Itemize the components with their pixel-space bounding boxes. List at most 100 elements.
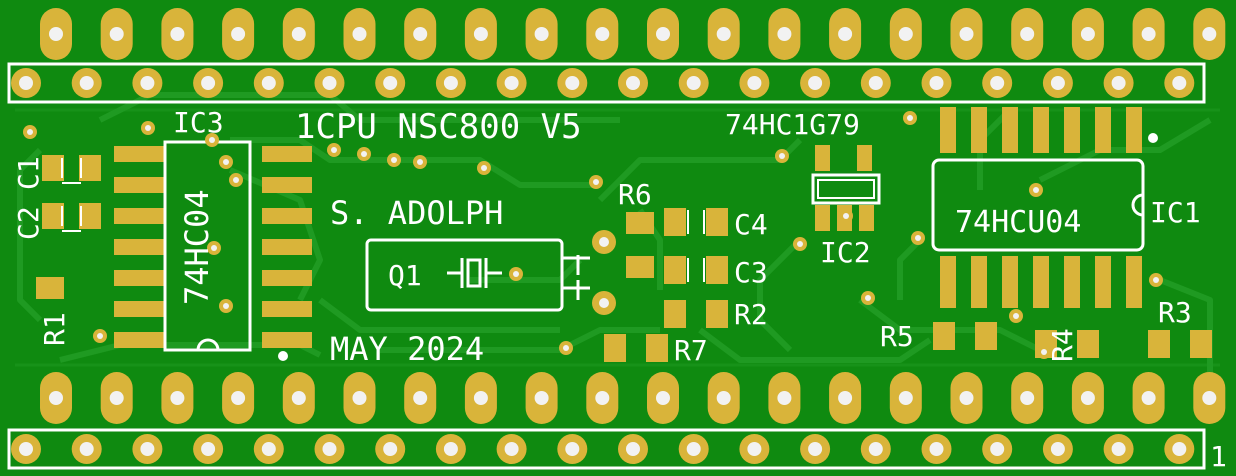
via-hole [361,151,367,157]
drill-hole [626,442,640,456]
drill-hole [595,27,610,41]
r4-ref-label: R4 [1046,328,1079,362]
r3-ref-label: R3 [1158,296,1192,329]
ic1-top-pads [940,107,1142,153]
via-hole [865,295,871,301]
via-hole [593,179,599,185]
resistor-pads [36,212,1212,362]
ic3-part-label: 74HC04 [178,189,216,305]
board-title: 1CPU NSC800 V5 [295,107,582,147]
via-hole [145,125,151,131]
c1-ref-label: C1 [12,156,45,190]
bottom-oval-pad-row [40,372,1226,424]
drill-hole [322,442,337,456]
drill-hole [868,76,883,90]
r7-ref-label: R7 [674,334,708,367]
drill-hole [565,442,580,456]
c1-c2-footprints [42,155,101,232]
via-hole [233,177,239,183]
ic3-notch [196,338,220,351]
ic2-ref-label: IC2 [820,236,871,269]
drill-hole [1050,76,1065,90]
drill-hole [656,27,670,41]
top-round-pad-row [11,68,1195,98]
ic2-part-label: 74HC1G79 [725,108,860,141]
drill-hole [1172,76,1187,90]
via-hole [907,115,913,121]
ic-pad [114,301,164,317]
q1-ref-label: Q1 [388,259,422,292]
ic-pad [1002,107,1018,153]
drill-hole [473,27,488,41]
via-hole [1033,187,1039,193]
drill-hole [231,391,246,405]
drill-hole [291,391,306,405]
drill-hole [504,76,519,90]
ic1-footprint [931,107,1158,308]
via-hole [915,235,921,241]
drill-hole [291,27,306,41]
ic-pad [940,107,956,153]
ic-pad [1095,107,1111,153]
drill-hole [595,391,610,405]
drill-hole [383,76,398,90]
drill-hole [504,442,519,456]
drill-hole [990,76,1005,90]
via-hole [513,271,519,277]
drill-hole [79,442,94,456]
ic1-notch [1131,193,1144,217]
drill-hole [1172,442,1187,456]
drill-hole [686,442,701,456]
drill-hole [473,391,488,405]
ic3-right-pads [262,146,312,348]
ic-pad [114,177,164,193]
drill-hole [140,76,155,90]
drill-hole [534,27,549,41]
bottom-round-pad-row [11,434,1195,464]
top-header-outline [7,62,1206,104]
ic3-pin1-marker [278,351,288,361]
ic-pad [940,256,956,308]
drill-hole [716,27,731,41]
ic1-ref-label: IC1 [1150,196,1201,229]
ic-pad [114,239,164,255]
drill-hole [747,442,762,456]
drill-hole [261,442,276,456]
c4-ref-label: C4 [734,208,768,241]
board-date: MAY 2024 [330,330,484,368]
ic-pad [1064,256,1080,308]
silkscreen-text: 1CPU NSC800 V5 S. ADOLPH MAY 2024 74HC1G… [12,106,1227,473]
ic-pad [971,107,987,153]
pin1-label: 1 [1210,440,1227,473]
ic1-part-label: 74HCU04 [955,205,1081,240]
ic-pad [114,208,164,224]
via-hole [209,137,215,143]
bottom-header-outline [7,428,1206,470]
ic-pad [262,301,312,317]
via-hole [779,153,785,159]
r5-ref-label: R5 [880,320,914,353]
q1-crystal-footprint [365,230,616,315]
via-hole [391,157,397,163]
drill-hole [19,442,33,456]
drill-hole [898,391,913,405]
ic-pad [1126,107,1142,153]
ic-pad [1033,256,1049,308]
drill-hole [1080,391,1095,405]
ic-pad [262,208,312,224]
q1-outline [365,238,564,312]
ic-pad [1033,107,1049,153]
drill-hole [443,442,458,456]
drill-hole [19,76,33,90]
c3-c4-footprints [664,208,728,284]
drill-hole [170,391,185,405]
drill-hole [1080,27,1095,41]
via-hole [331,147,337,153]
ic-pad [262,177,312,193]
drill-hole [322,76,337,90]
via-hole [417,159,423,165]
ic-pad [1126,256,1142,308]
ic3-ref-label: IC3 [173,106,224,139]
